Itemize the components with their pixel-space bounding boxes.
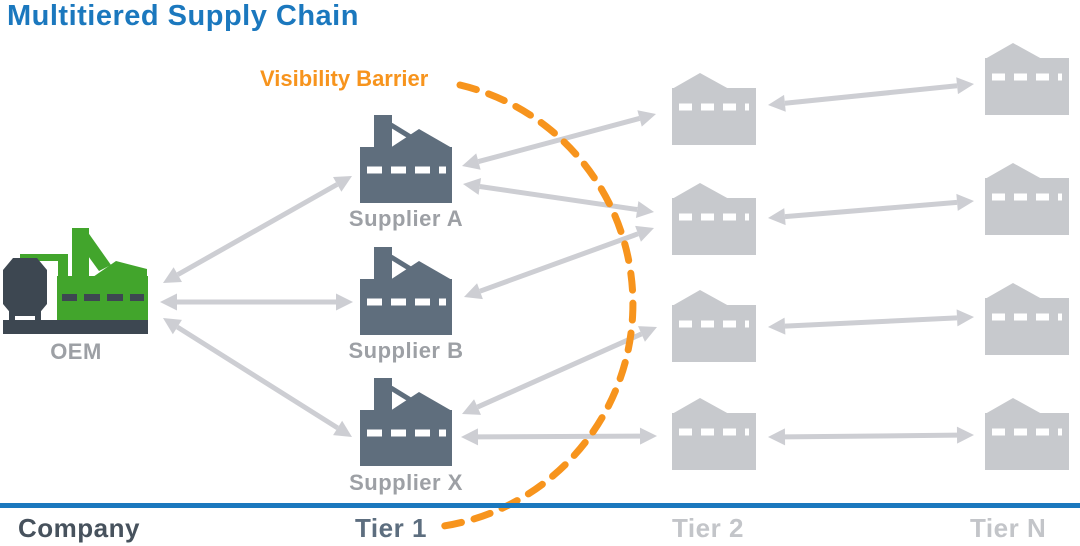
oem-label: OEM (50, 339, 102, 364)
supplier-b-factory-icon (360, 247, 452, 335)
edge-tier2-4-tiern-4 (768, 426, 974, 446)
edge-tier2-1-tiern-1 (768, 77, 974, 112)
visibility-barrier-arc (433, 81, 637, 531)
tier2-4-factory-icon (672, 398, 756, 470)
edge-tier2-2-tiern-2 (768, 193, 974, 226)
page-title: Multitiered Supply Chain (7, 0, 359, 32)
edge-supplier-x-tier2-3 (462, 326, 657, 415)
tier2-2-factory-icon (672, 183, 756, 255)
axis-label-tier2: Tier 2 (672, 513, 744, 543)
tier2-3-factory-icon (672, 290, 756, 362)
edge-oem-supplier-a (163, 176, 352, 283)
tiern-2-factory-icon (985, 163, 1069, 235)
edge-supplier-x-tier2-4 (461, 427, 657, 446)
supplier-b-label: Supplier B (348, 338, 464, 363)
tier2-1-factory-icon (672, 73, 756, 145)
tiern-1-factory-icon (985, 43, 1069, 115)
edge-supplier-a-tier2-1 (462, 110, 656, 170)
supplier-a-factory-icon (360, 115, 452, 203)
axis-label-company: Company (18, 513, 140, 543)
axis-label-tiern: Tier N (970, 513, 1047, 543)
oem-factory-icon (3, 228, 148, 334)
tier-axis-line (0, 503, 1080, 508)
supplier-x-label: Supplier X (349, 470, 463, 495)
edge-tier2-3-tiern-3 (768, 309, 974, 335)
axis-label-tier1: Tier 1 (355, 513, 427, 543)
supplier-a-label: Supplier A (348, 206, 464, 231)
tiern-3-factory-icon (985, 283, 1069, 355)
visibility-barrier-label: Visibility Barrier (260, 66, 429, 91)
tiern-4-factory-icon (985, 398, 1069, 470)
edge-supplier-a-tier2-2 (463, 178, 654, 218)
edge-supplier-b-tier2-2 (464, 225, 654, 300)
edge-oem-supplier-x (163, 318, 352, 437)
edge-oem-supplier-b (160, 293, 353, 311)
supplier-x-factory-icon (360, 378, 452, 466)
